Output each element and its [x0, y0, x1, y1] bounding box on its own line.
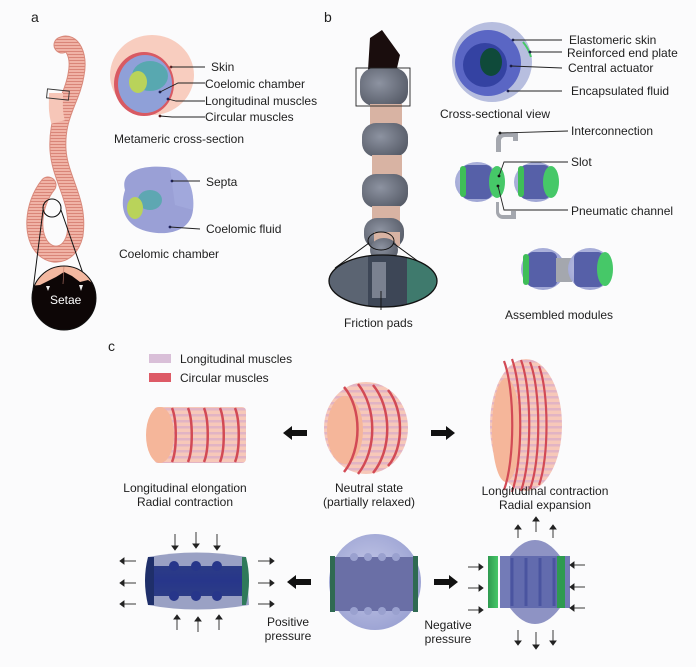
- elongated-state: [146, 407, 246, 463]
- pressure-arrows-positive: [119, 532, 275, 632]
- label-negative-pressure-line2: pressure: [424, 632, 472, 646]
- friction-pads-zoom: [328, 254, 438, 310]
- assembled-modules: [521, 248, 613, 290]
- label-elastomeric-skin: Elastomeric skin: [569, 33, 657, 47]
- legend-swatch-longitudinal: [149, 354, 171, 363]
- label-reinforced-end-plate: Reinforced end plate: [567, 46, 678, 60]
- arrow-right-2: [434, 575, 458, 589]
- label-longitudinal-muscles: Longitudinal muscles: [205, 94, 318, 108]
- panel-letter-a: a: [31, 9, 39, 25]
- module-exploded-view: [455, 130, 569, 219]
- label-coelomic-fluid: Coelomic fluid: [206, 222, 282, 236]
- label-encapsulated-fluid: Encapsulated fluid: [571, 84, 670, 98]
- label-positive-pressure-line1: Positive: [266, 615, 310, 629]
- caption-metameric-cross-section: Metameric cross-section: [114, 132, 245, 146]
- caption-neutral-line1: Neutral state: [334, 481, 404, 495]
- arrow-left-2: [287, 575, 311, 589]
- label-positive-pressure-line2: pressure: [264, 629, 312, 643]
- caption-friction-pads: Friction pads: [344, 316, 413, 330]
- metameric-cross-section: [110, 35, 205, 118]
- legend-swatches: [149, 354, 171, 382]
- label-coelomic-chamber: Coelomic chamber: [205, 77, 306, 91]
- earthworm-illustration: [26, 35, 89, 291]
- positive-pressure-actuator: [145, 552, 249, 610]
- caption-coelomic-chamber: Coelomic chamber: [119, 247, 220, 261]
- panel-letter-b: b: [324, 9, 332, 25]
- caption-elongation-line2: Radial contraction: [136, 495, 234, 509]
- actuator-cross-section: [452, 22, 563, 102]
- panel-letter-c: c: [108, 338, 115, 354]
- label-pneumatic-channel: Pneumatic channel: [571, 204, 674, 218]
- label-negative-pressure-line1: Negative: [424, 618, 472, 632]
- label-slot: Slot: [571, 155, 592, 169]
- label-central-actuator: Central actuator: [568, 61, 654, 75]
- robot-zoom-marker: [367, 231, 395, 251]
- caption-contraction-line2: Radial expansion: [498, 498, 592, 512]
- legend-swatch-circular: [149, 373, 171, 382]
- worm-zoom-marker: [42, 198, 62, 218]
- pressure-arrows-negative: [468, 516, 585, 650]
- robot-illustration: [334, 30, 431, 271]
- label-septa: Septa: [206, 175, 238, 189]
- label-interconnection: Interconnection: [571, 124, 654, 138]
- caption-elongation-line1: Longitudinal elongation: [123, 481, 247, 495]
- legend-label-circular: Circular muscles: [180, 371, 269, 385]
- neutral-state: [324, 382, 408, 475]
- arrow-left-1: [283, 426, 307, 440]
- caption-cross-sectional-view: Cross-sectional view: [440, 107, 551, 121]
- caption-contraction-line1: Longitudinal contraction: [481, 484, 609, 498]
- neutral-actuator: [329, 534, 421, 630]
- label-skin: Skin: [211, 60, 235, 74]
- label-circular-muscles: Circular muscles: [205, 110, 294, 124]
- setae-label: Setae: [50, 293, 82, 307]
- worm-segment-highlight: [46, 88, 70, 101]
- contracted-state: [490, 358, 562, 493]
- negative-pressure-actuator: [488, 540, 570, 624]
- caption-assembled-modules: Assembled modules: [505, 308, 614, 322]
- caption-neutral-line2: (partially relaxed): [322, 495, 416, 509]
- robot-tip-highlight: [355, 67, 411, 107]
- arrow-right-1: [431, 426, 455, 440]
- legend-label-longitudinal: Longitudinal muscles: [180, 352, 293, 366]
- coelomic-chamber-illustration: [122, 166, 201, 234]
